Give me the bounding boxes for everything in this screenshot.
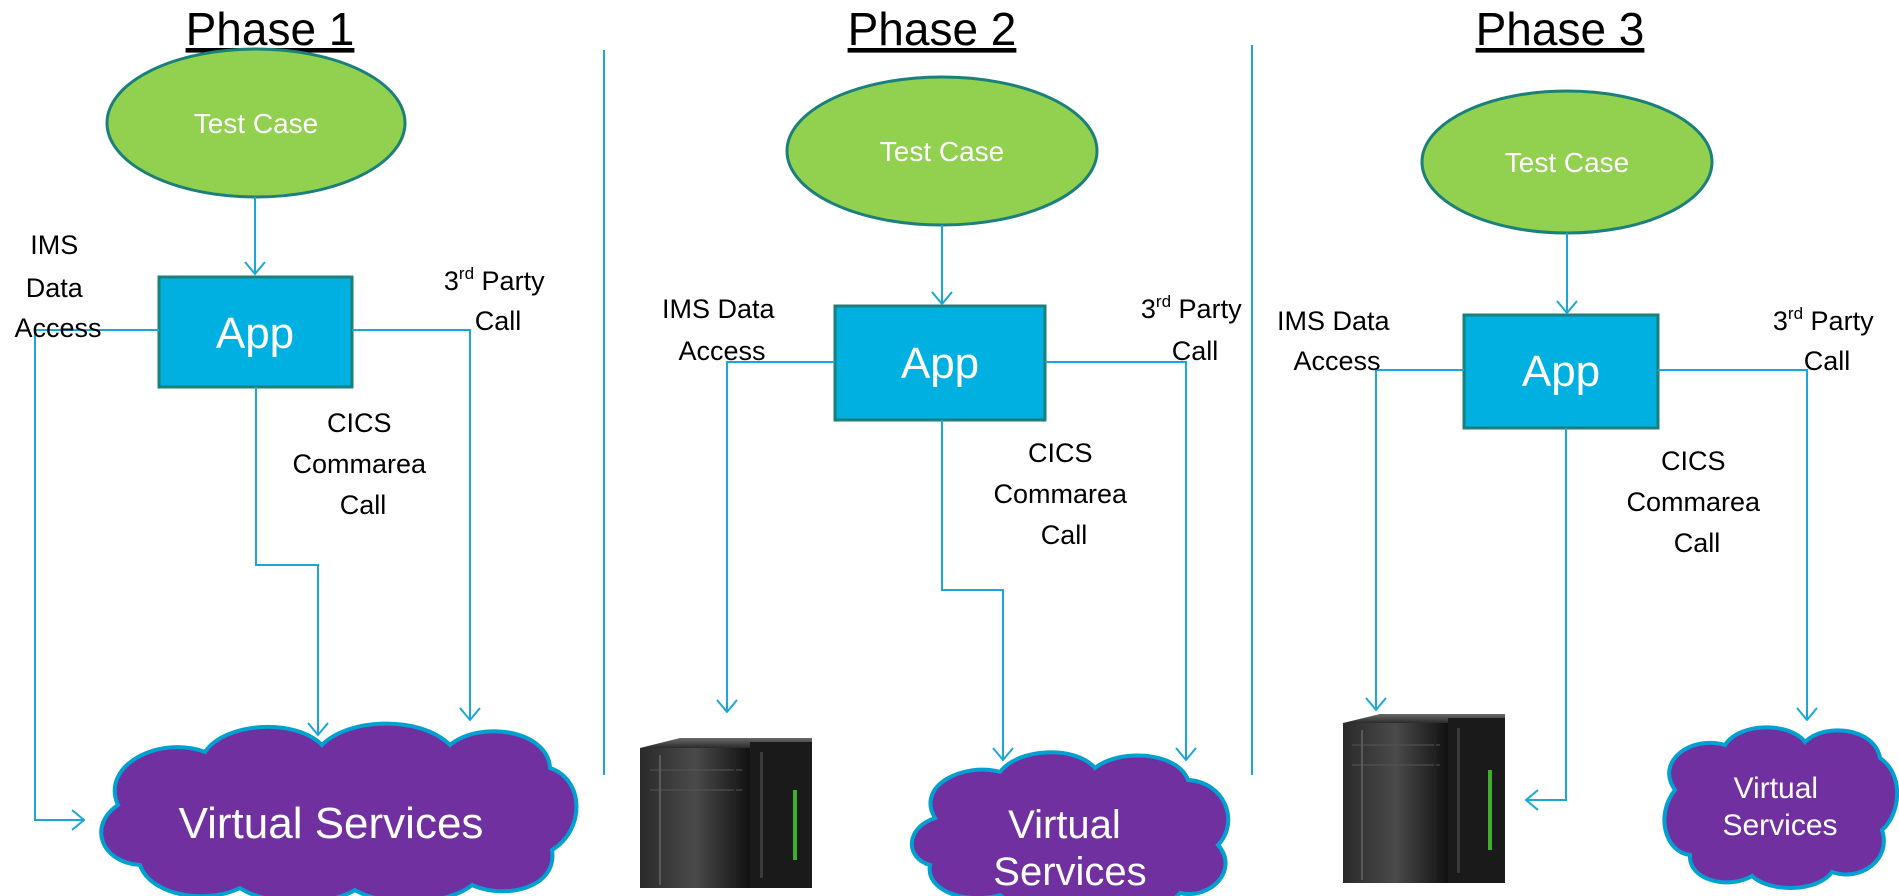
phase-title: Phase 3 <box>1476 3 1645 55</box>
virtual-services-label: Virtual Services <box>179 799 484 848</box>
arrow-head <box>71 809 86 831</box>
phase-1: Phase 1 Test Case App IMS Data Access 3r… <box>14 3 579 896</box>
arrow-head <box>1796 707 1818 722</box>
third-party-connector <box>1045 361 1187 760</box>
phase-2: Phase 2 Test Case App IMS Data Access 3r… <box>640 3 1249 896</box>
phase-3: Phase 3 Test Case App IMS Data Access 3r… <box>1277 3 1899 890</box>
ims-data-access-label: IMS Data Access <box>662 294 782 366</box>
third-party-call-label: 3rd Party Call <box>1773 304 1881 376</box>
virtual-services-cloud <box>1662 725 1899 890</box>
arrow-head <box>716 699 738 714</box>
arrow-head <box>992 747 1014 762</box>
cics-commarea-call-label: CICS Commarea Call <box>993 438 1134 550</box>
app-label: App <box>901 339 979 388</box>
test-case-label: Test Case <box>1505 147 1630 178</box>
arrow-head <box>244 261 266 276</box>
cics-commarea-connector <box>941 420 1004 760</box>
ims-data-access-connector <box>1375 369 1464 710</box>
third-party-connector <box>1658 369 1808 720</box>
test-case-label: Test Case <box>194 108 319 139</box>
mainframe-server-icon <box>1343 714 1505 883</box>
third-party-connector <box>352 329 471 720</box>
arrow-head <box>459 707 481 722</box>
virtual-services-cloud <box>909 750 1231 896</box>
app-label: App <box>1522 347 1600 396</box>
phase-title: Phase 1 <box>186 3 355 55</box>
arrow-head <box>1556 300 1578 315</box>
ims-data-access-connector <box>34 329 159 821</box>
third-party-call-label: 3rd Party Call <box>1141 292 1249 366</box>
arrow-head <box>1365 697 1387 712</box>
virtual-services-label: Virtual Services <box>993 803 1146 894</box>
app-box <box>1462 313 1660 430</box>
ims-data-access-label: IMS Data Access <box>1277 306 1397 376</box>
ims-data-access-label: IMS Data Access <box>14 230 101 343</box>
app-box <box>157 275 354 389</box>
third-party-call-label: 3rd Party Call <box>444 264 552 336</box>
cics-commarea-connector <box>1526 428 1567 801</box>
virtual-services-cloud <box>99 721 579 896</box>
app-label: App <box>216 309 294 358</box>
arrow-head <box>931 291 953 306</box>
mainframe-server-icon <box>640 738 812 888</box>
arrow-head <box>1175 747 1197 762</box>
ims-data-access-connector <box>726 361 835 712</box>
test-case-label: Test Case <box>880 136 1005 167</box>
virtual-services-label: Virtual Services <box>1722 772 1837 842</box>
cics-commarea-connector <box>255 387 319 735</box>
phase-title: Phase 2 <box>848 3 1017 55</box>
cics-commarea-call-label: CICS Commarea Call <box>292 408 433 520</box>
arrow-head <box>307 722 329 737</box>
arrow-head <box>1524 789 1539 811</box>
cics-commarea-call-label: CICS Commarea Call <box>1626 446 1767 558</box>
